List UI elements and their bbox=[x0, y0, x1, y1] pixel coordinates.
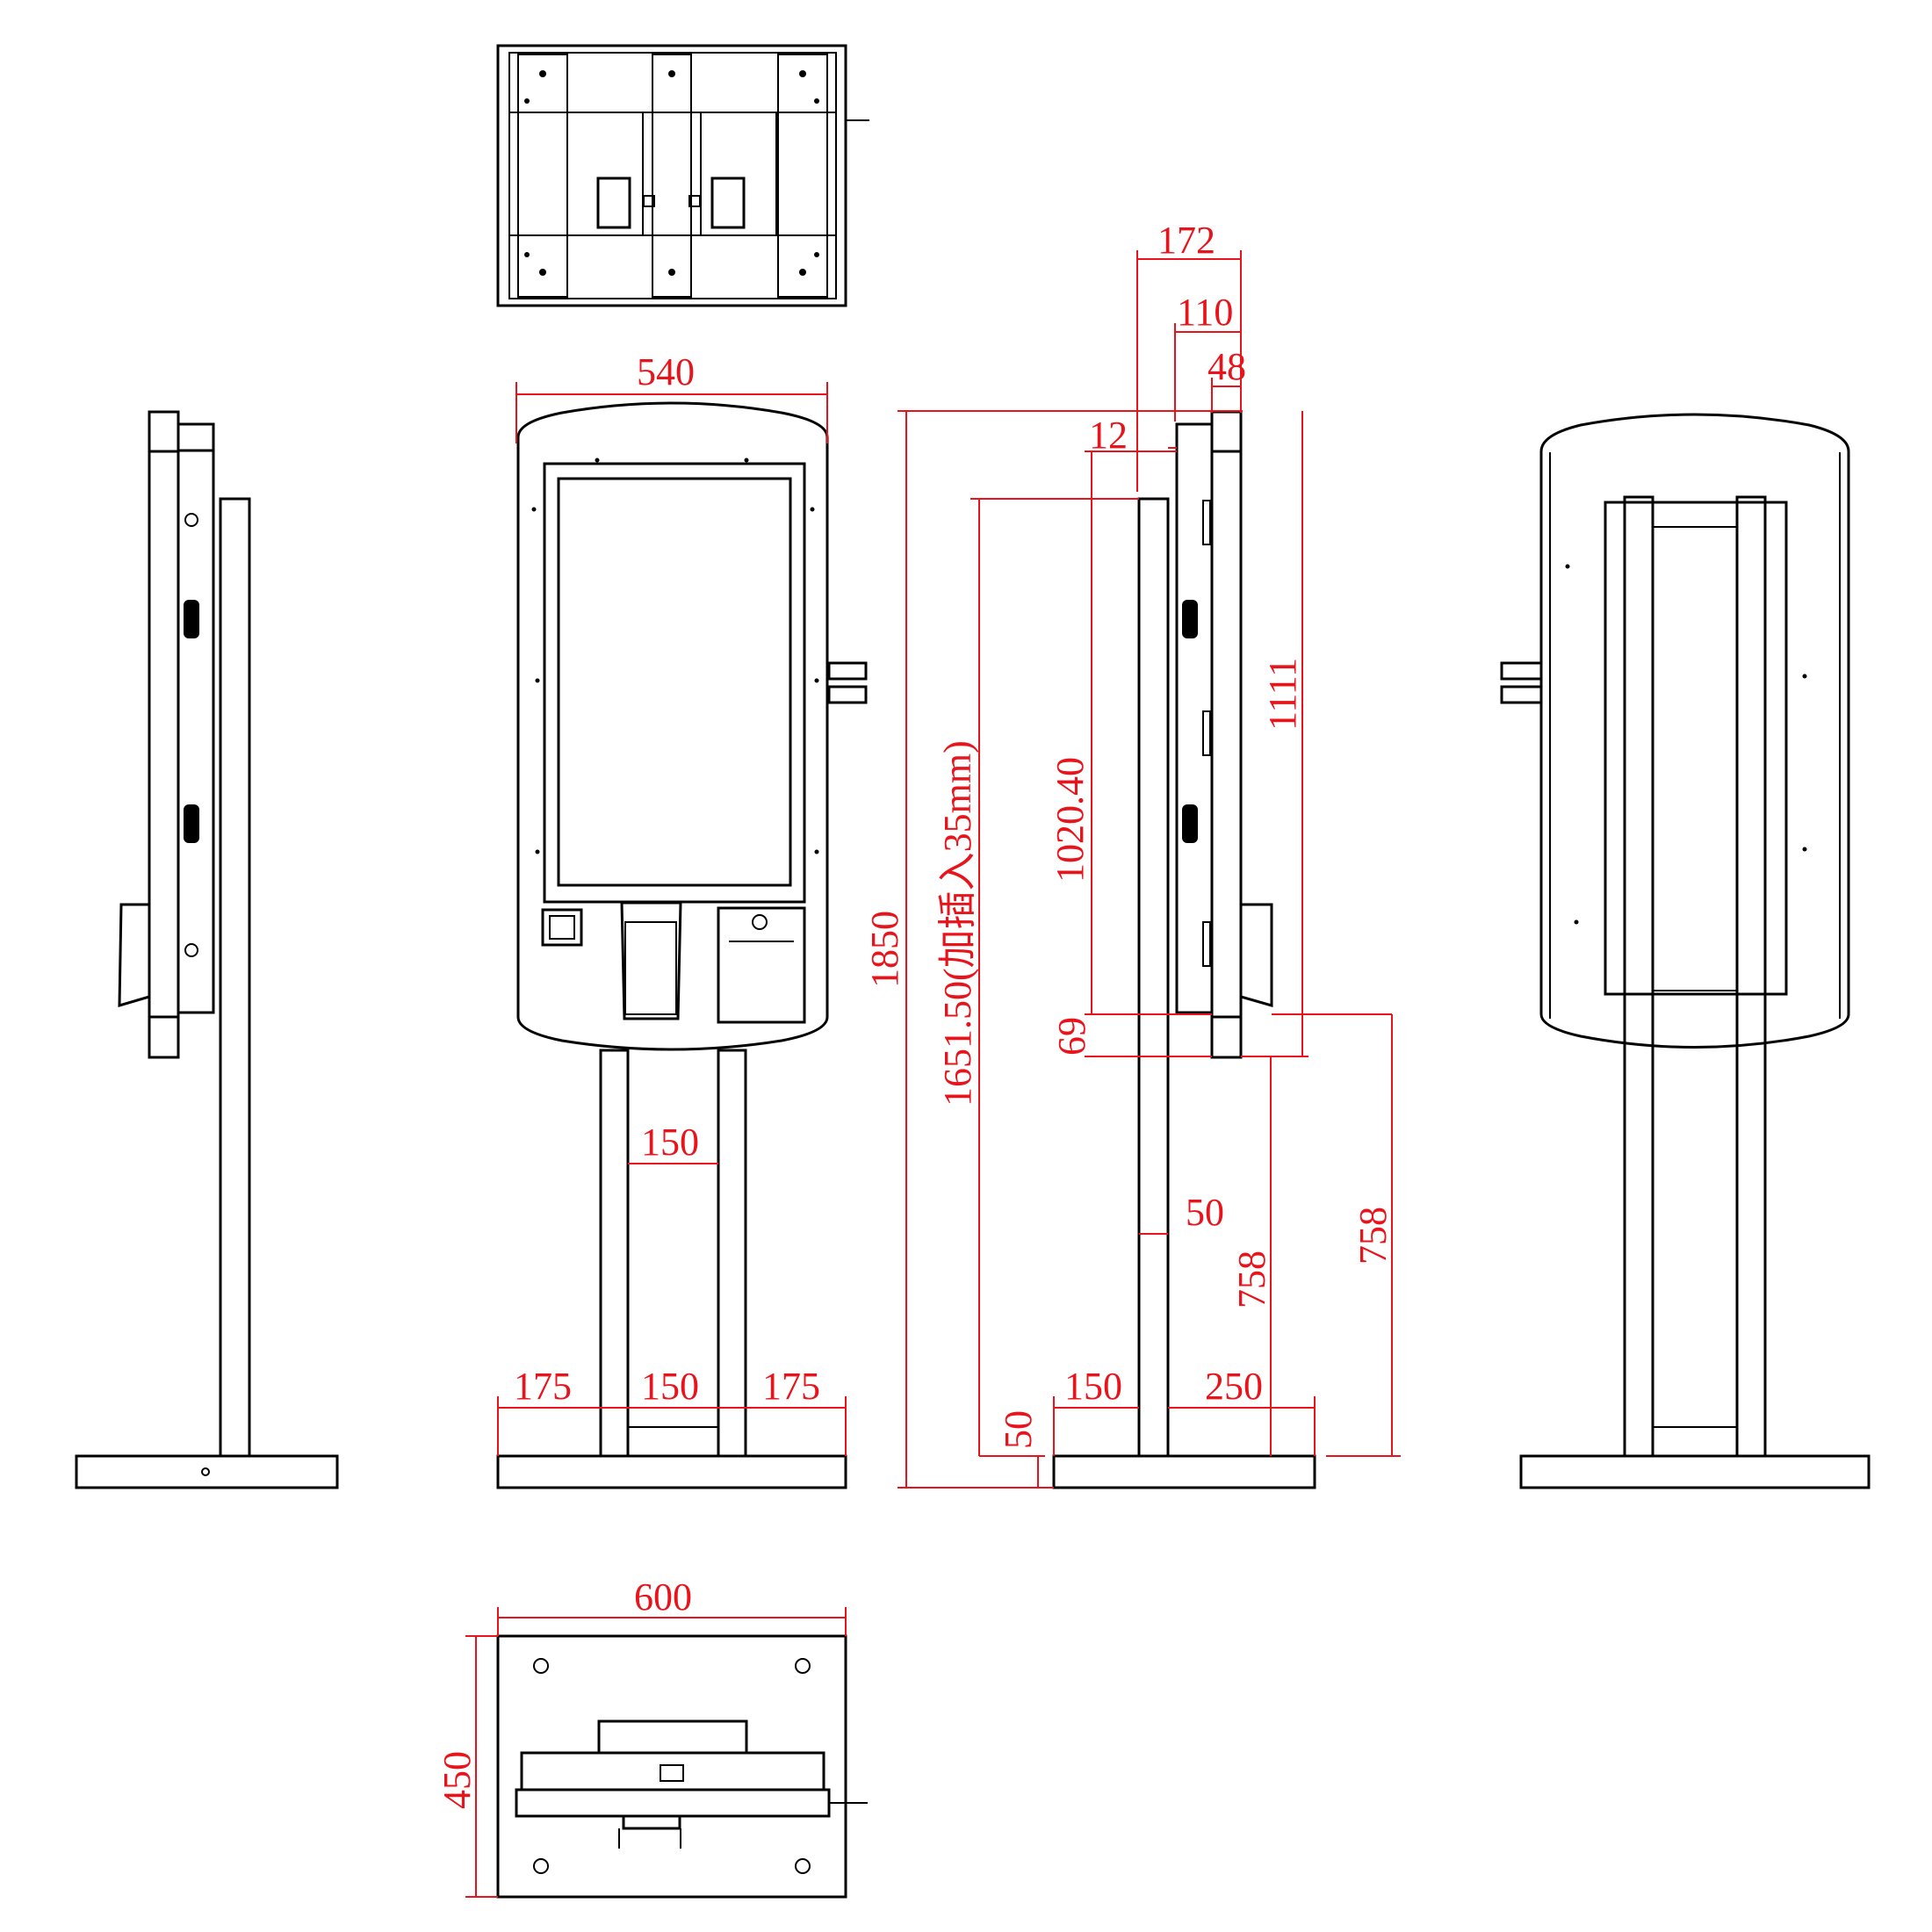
dim-1850: 1850 bbox=[863, 911, 906, 988]
dimension-labels: 540 172 110 48 12 1850 1651.50(加插入35mm) … bbox=[436, 219, 1395, 1809]
dim-48: 48 bbox=[1208, 345, 1246, 388]
dim-1651-50: 1651.50(加插入35mm) bbox=[936, 740, 979, 1107]
back-view bbox=[1500, 413, 1871, 1489]
top-view-head-back bbox=[496, 44, 869, 307]
base-top-view bbox=[496, 1634, 868, 1899]
dim-600: 600 bbox=[634, 1575, 692, 1618]
front-view bbox=[496, 401, 868, 1489]
dim-758-a: 758 bbox=[1230, 1251, 1273, 1308]
dim-50-base: 50 bbox=[997, 1410, 1040, 1449]
dim-450: 450 bbox=[436, 1751, 479, 1809]
dim-172: 172 bbox=[1157, 219, 1215, 262]
dim-1111: 1111 bbox=[1261, 658, 1304, 731]
dim-540: 540 bbox=[637, 350, 695, 393]
dim-250-base-side: 250 bbox=[1205, 1365, 1263, 1408]
dim-12: 12 bbox=[1089, 414, 1128, 457]
dim-69: 69 bbox=[1050, 1017, 1093, 1056]
right-side-view bbox=[1052, 410, 1316, 1489]
left-side-view bbox=[75, 410, 339, 1489]
dim-110: 110 bbox=[1177, 291, 1233, 334]
dim-758-b: 758 bbox=[1352, 1207, 1395, 1265]
dim-150-mid: 150 bbox=[641, 1365, 699, 1408]
dim-150-columns: 150 bbox=[641, 1121, 699, 1164]
dim-150-base-side: 150 bbox=[1064, 1365, 1122, 1408]
dim-50-column: 50 bbox=[1186, 1191, 1224, 1234]
dim-175-right: 175 bbox=[762, 1365, 820, 1408]
dim-175-left: 175 bbox=[514, 1365, 572, 1408]
dimension-lines bbox=[465, 250, 1401, 1898]
dim-1020-40: 1020.40 bbox=[1049, 757, 1092, 883]
